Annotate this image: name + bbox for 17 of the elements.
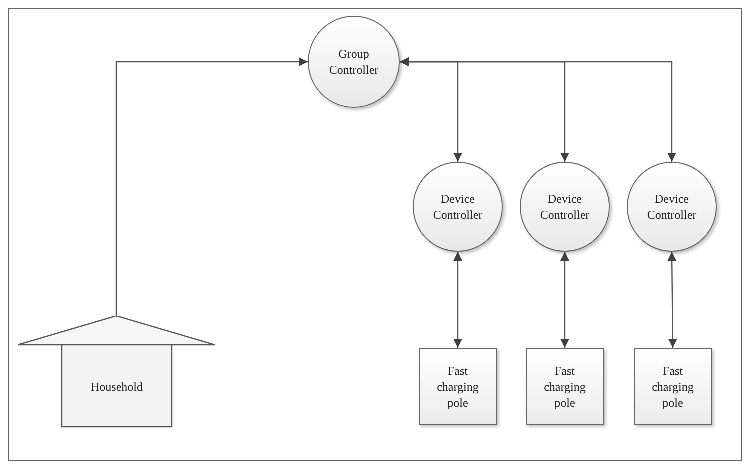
node-label: Fast charging pole — [543, 362, 587, 410]
arrow — [454, 252, 462, 348]
pole-box — [419, 348, 497, 425]
pole-box — [526, 348, 604, 425]
node-label: Fast charging pole — [651, 362, 695, 410]
arrow — [400, 58, 676, 162]
house-shape — [18, 316, 215, 428]
node-label: Fast charging pole — [436, 362, 480, 410]
node-label: Household — [91, 378, 143, 394]
arrow — [560, 252, 570, 348]
node-label: Device Controller — [432, 191, 484, 223]
node-label: Group Controller — [328, 46, 380, 78]
node-label: Device Controller — [646, 191, 698, 223]
pole-box — [634, 348, 712, 425]
node-label: Device Controller — [539, 191, 591, 223]
arrow — [668, 252, 678, 348]
arrow — [116, 58, 308, 316]
